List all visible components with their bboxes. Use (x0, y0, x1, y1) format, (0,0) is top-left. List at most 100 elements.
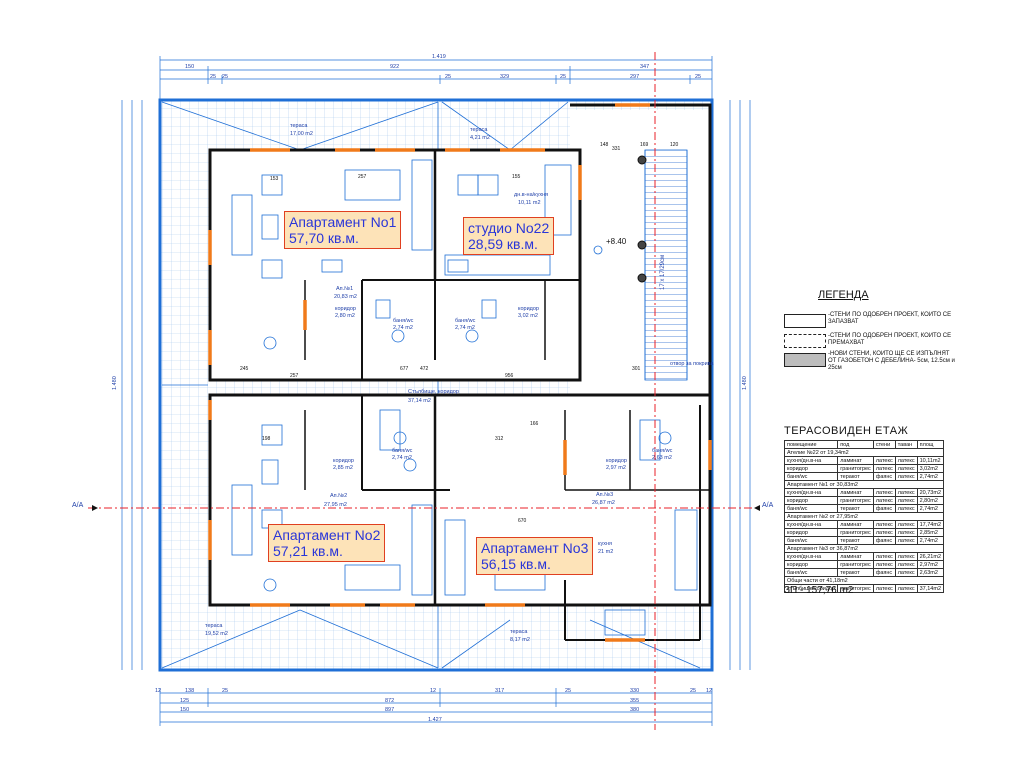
table-cell: ламинат (837, 456, 874, 465)
svg-text:37,14 m2: 37,14 m2 (408, 398, 431, 404)
studio-22-name: студио No22 (468, 220, 550, 236)
table-cell: кухня/дн.в-на (783, 488, 839, 497)
area-table: помещение под стени таван площ Ателие №2… (783, 440, 945, 593)
svg-text:872: 872 (385, 698, 394, 704)
apartment-label-3: Апартамент No3 56,15 кв.м. (476, 537, 594, 575)
table-cell: 17,74m2 (916, 520, 945, 529)
section-markers (92, 505, 760, 511)
table-cell: гранитогрес (837, 496, 874, 505)
table-cell: латекс (872, 496, 896, 505)
svg-text:2,80 m2: 2,80 m2 (335, 313, 355, 319)
svg-text:125: 125 (180, 698, 189, 704)
svg-text:150: 150 (180, 707, 189, 713)
dim-top-total: 1.419 (432, 54, 446, 60)
table-cell: ламинат (837, 488, 874, 497)
table-cell: латекс (894, 496, 918, 505)
table-cell: гранитогрес (837, 560, 874, 569)
table-section-cell: Апартамент №3 от 36,87m2 (784, 544, 944, 553)
room-texts: тераса 17,00 m2 тераса 4,21 m2 тераса 19… (205, 123, 715, 643)
apartment-label-2: Апартамент No2 57,21 кв.м. (268, 524, 386, 562)
table-cell: 26,21m2 (916, 552, 945, 561)
table-cell: латекс (894, 560, 918, 569)
table-cell: баня/wc (783, 504, 839, 513)
svg-text:20,83 m2: 20,83 m2 (334, 294, 357, 300)
th-ceiling: таван (894, 440, 918, 449)
table-cell: латекс (872, 528, 896, 537)
top-dimensions (159, 56, 713, 100)
svg-text:12: 12 (155, 688, 161, 694)
legend-swatch-kept-walls (784, 314, 826, 328)
table-cell: коридор (783, 528, 839, 537)
table-cell: латекс (872, 584, 896, 593)
svg-text:Ап.№2: Ап.№2 (330, 493, 347, 499)
table-section-cell: Апартамент №2 от 27,95m2 (784, 512, 944, 521)
apartment-2-area: 57,21 кв.м. (273, 543, 343, 559)
table-section-row: Ателие №22 от 19,34m2 (784, 448, 944, 457)
svg-text:677: 677 (400, 366, 409, 372)
legend-swatch-new-walls (784, 353, 826, 367)
table-cell: 10,11m2 (916, 456, 945, 465)
table-cell: теракот (837, 472, 874, 481)
dim-top-25a: 25 (210, 74, 216, 80)
section-label-left: А/А (72, 502, 84, 509)
dim-top-25c: 25 (445, 74, 451, 80)
table-cell: 2,74m2 (916, 504, 945, 513)
built-area: ЗП - 157,76 m2 (784, 585, 854, 596)
svg-text:1.480: 1.480 (112, 376, 118, 390)
table-cell: латекс (894, 464, 918, 473)
table-section-cell: Апартамент №1 от 30,83m2 (784, 480, 944, 489)
svg-text:Стълбище, коридор: Стълбище, коридор (408, 389, 459, 395)
svg-text:25: 25 (690, 688, 696, 694)
table-cell: гранитогрес (837, 528, 874, 537)
table-cell: латекс (894, 536, 918, 545)
svg-text:198: 198 (262, 436, 271, 442)
svg-text:355: 355 (630, 698, 639, 704)
svg-text:отвор за покрива: отвор за покрива (670, 361, 715, 367)
svg-text:тераса: тераса (205, 623, 223, 629)
table-cell: латекс (894, 584, 918, 593)
table-cell: 2,97m2 (916, 560, 945, 569)
inner-dimensions: 153 257 155 148 169 120 245 257 677 956 … (240, 142, 679, 524)
table-cell: латекс (872, 552, 896, 561)
svg-text:25: 25 (222, 688, 228, 694)
svg-text:баня/wc: баня/wc (393, 318, 414, 324)
area-table-header: помещение под стени таван площ (783, 440, 945, 449)
table-cell: латекс (872, 488, 896, 497)
apartment-3-name: Апартамент No3 (481, 540, 589, 556)
svg-text:кухня: кухня (598, 541, 612, 547)
svg-text:коридор: коридор (518, 306, 539, 312)
svg-text:153: 153 (270, 176, 279, 182)
svg-text:2,85 m2: 2,85 m2 (333, 465, 353, 471)
svg-text:дн.в-на/кухня: дн.в-на/кухня (514, 192, 548, 198)
svg-text:Ап.№1: Ап.№1 (336, 286, 353, 292)
table-cell: теракот (837, 504, 874, 513)
th-walls: стени (872, 440, 896, 449)
table-cell: латекс (894, 528, 918, 537)
table-cell: латекс (894, 456, 918, 465)
table-cell: гранитогрес (837, 464, 874, 473)
svg-text:баня/wc: баня/wc (652, 448, 673, 454)
svg-text:коридор: коридор (606, 458, 627, 464)
table-section-cell: Ателие №22 от 19,34m2 (784, 448, 944, 457)
elevation-mark: +8.40 (606, 237, 627, 246)
table-cell: латекс (894, 504, 918, 513)
svg-text:баня/wc: баня/wc (455, 318, 476, 324)
table-cell: 20,73m2 (916, 488, 945, 497)
svg-text:12: 12 (706, 688, 712, 694)
table-cell: латекс (894, 488, 918, 497)
th-floor: под (837, 440, 874, 449)
table-section-row: Апартамент №2 от 27,95m2 (784, 512, 944, 521)
svg-text:баня/wc: баня/wc (392, 448, 413, 454)
section-label-right: А/А (762, 502, 774, 509)
dim-top-347: 347 (640, 64, 649, 70)
table-cell: коридор (783, 560, 839, 569)
svg-text:330: 330 (630, 688, 639, 694)
svg-text:138: 138 (185, 688, 194, 694)
dim-top-25b: 25 (222, 74, 228, 80)
apartment-label-studio-22: студио No22 28,59 кв.м. (463, 217, 555, 255)
table-cell: стълбище/коридор (783, 584, 839, 593)
